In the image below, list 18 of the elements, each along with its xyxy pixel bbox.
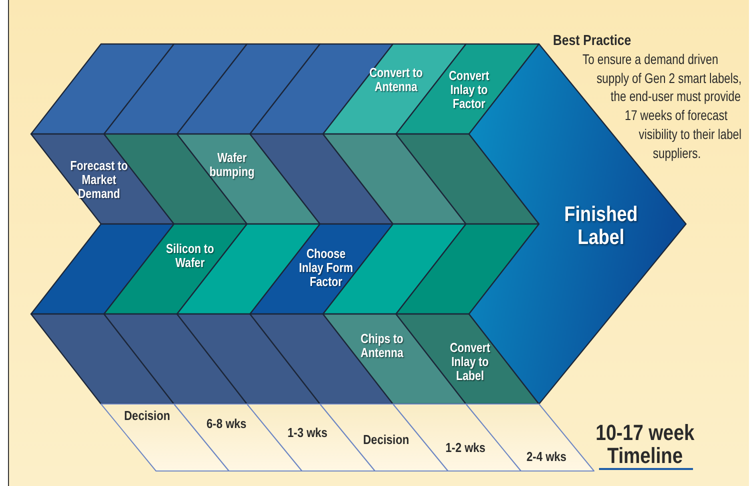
step-label: Wafer bumping [208,151,256,179]
duration-label: 1-3 wks [287,426,328,440]
duration-label: 2-4 wks [526,450,566,464]
step-label: Silicon to Wafer [164,242,215,270]
heading: Best Practice [553,33,632,49]
duration-label: 6-8 wks [206,417,247,431]
step-label: Convert Inlay to Factor [448,69,490,111]
step-label: Chips to Antenna [360,332,405,360]
step-label: Forecast to Market Demand [70,159,129,201]
note-text: To ensure a demand driven supply of Gen 2 smart labels, the end-user must provide 17 weeks of forecast visibility to their label suppliers. [582,51,742,161]
timeline-title: 10-17 week Timeline [594,421,696,467]
duration-label: 1-2 wks [446,441,486,455]
step-label: Convert to Antenna [368,66,424,94]
step-label: Choose Inlay Form Factor [298,247,354,289]
duration-label: Decision [124,409,170,423]
finished-label: Finished Label [563,203,639,249]
duration-label: Decision [363,433,410,447]
step-label: Convert Inlay to Label [448,341,491,383]
